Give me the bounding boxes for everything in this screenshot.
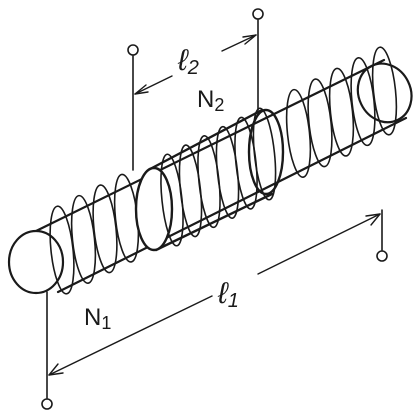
inner-sleeve-right-end xyxy=(247,108,285,196)
label-n2: N2 xyxy=(197,86,224,115)
inner-sleeve-left-end xyxy=(134,166,174,252)
inner-sleeve-bottom-edge xyxy=(154,192,274,252)
dimension-l1 xyxy=(48,213,381,376)
outer-winding-n1 xyxy=(49,46,398,295)
label-l1: ℓ1 xyxy=(217,277,239,312)
terminal-n2-left xyxy=(127,44,139,56)
inner-coil-loop xyxy=(252,107,277,201)
terminal-n1-right xyxy=(376,250,388,262)
label-n1: N1 xyxy=(84,304,111,333)
label-l2: ℓ2 xyxy=(177,44,199,79)
inner-sleeve-top-edge xyxy=(150,108,264,170)
rod-front-face xyxy=(7,229,65,295)
terminals xyxy=(41,8,388,410)
terminal-n2-right xyxy=(252,8,264,20)
outer-coil-loop xyxy=(371,46,398,136)
inner-winding-n2 xyxy=(134,107,285,252)
dimension-l2 xyxy=(134,34,257,95)
terminal-n1-left xyxy=(41,398,53,410)
